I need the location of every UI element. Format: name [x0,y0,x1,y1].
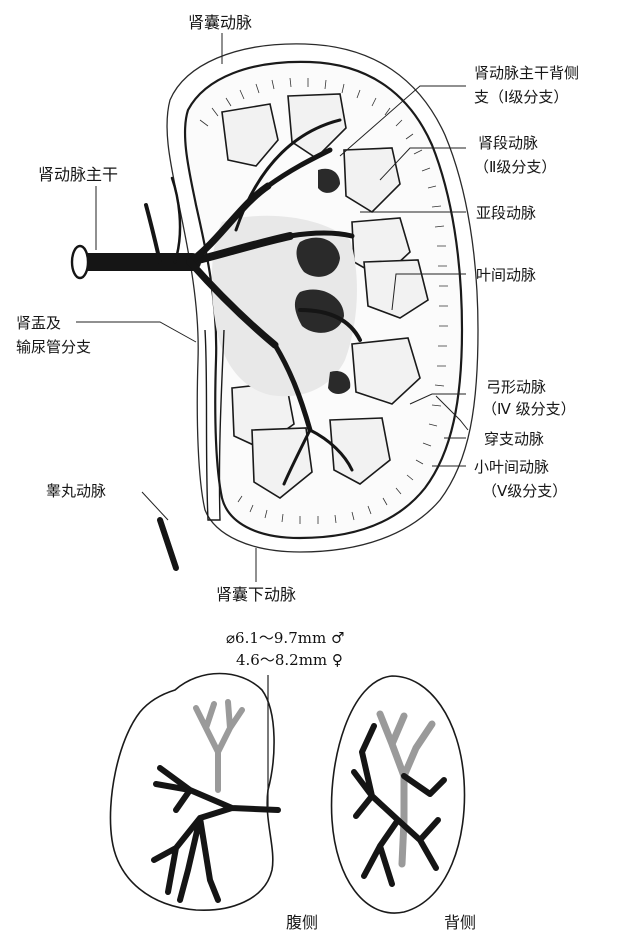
label-dorsal: 背侧 [444,912,476,934]
label-dorsal-branch-line1: 肾动脉主干背侧 [474,62,579,84]
label-segmental-line2: （Ⅱ级分支） [474,156,556,178]
label-testicular: 睾丸动脉 [46,480,106,502]
dorsal-kidney-outline [332,676,465,913]
label-segmental-line1: 肾段动脉 [478,132,538,154]
label-interlobular-line2: （Ⅴ级分支） [482,480,567,502]
label-interlobular-line1: 小叶间动脉 [474,456,549,478]
lower-dorsal-kidney [332,676,465,913]
label-ventral: 腹侧 [286,912,318,934]
artery-cross-section [72,246,88,278]
label-dorsal-branch-line2: 支（Ⅰ级分支） [474,86,568,108]
label-arcuate-line2: （Ⅳ 级分支） [482,398,576,420]
upper-kidney-figure [72,33,478,582]
label-pelvis-ureter-line2: 输尿管分支 [16,336,91,358]
label-interlobar: 叶间动脉 [476,264,536,286]
label-main-trunk: 肾动脉主干 [38,164,118,186]
testicular-artery-stub [160,520,176,568]
diameter-male: ⌀6.1～9.7mm ♂ [226,628,344,648]
label-arcuate-line1: 弓形动脉 [486,376,546,398]
lower-ventral-kidney [110,674,278,911]
diameter-female: 4.6～8.2mm ♀ [236,650,343,670]
label-perforating: 穿支动脉 [484,428,544,450]
label-subsegmental: 亚段动脉 [476,202,536,224]
label-inferior-capsular: 肾囊下动脉 [216,584,296,606]
label-pelvis-ureter-line1: 肾盂及 [16,312,61,334]
label-renal-capsule-artery: 肾囊动脉 [188,12,252,34]
